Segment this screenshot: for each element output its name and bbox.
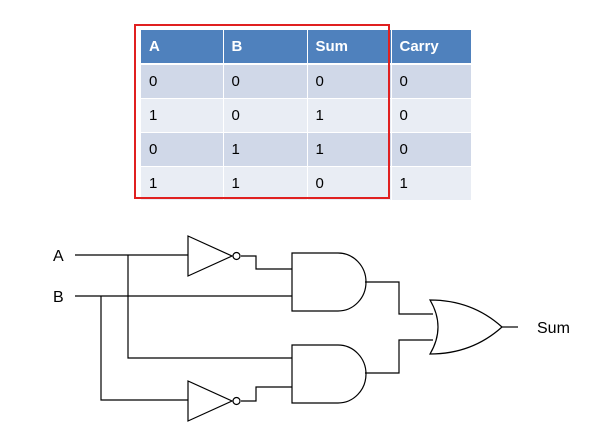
cell-sum: 0 <box>307 166 392 201</box>
header-sum: Sum <box>307 30 392 65</box>
truth-table: A B Sum Carry 0 0 0 0 1 0 1 0 0 1 1 0 1 … <box>141 30 472 201</box>
output-sum-label: Sum <box>537 320 570 337</box>
cell-b: 0 <box>223 98 308 133</box>
not-gate-bottom <box>187 380 241 422</box>
cell-carry: 0 <box>391 98 472 133</box>
table-row: 0 1 1 0 <box>141 132 472 167</box>
header-carry: Carry <box>391 30 472 65</box>
or-gate <box>428 299 503 355</box>
input-a-label: A <box>53 248 64 265</box>
not-gate-top <box>187 235 241 277</box>
cell-sum: 1 <box>307 98 392 133</box>
header-a: A <box>141 30 224 65</box>
cell-sum: 1 <box>307 132 392 167</box>
table-row: 0 0 0 0 <box>141 64 472 99</box>
table-row: 1 0 1 0 <box>141 98 472 133</box>
cell-a: 0 <box>141 64 224 99</box>
table-header-row: A B Sum Carry <box>141 30 472 65</box>
cell-a: 1 <box>141 98 224 133</box>
cell-b: 1 <box>223 132 308 167</box>
and-gate-top <box>291 252 367 312</box>
wires <box>75 254 518 402</box>
cell-carry: 1 <box>391 166 472 201</box>
cell-sum: 0 <box>307 64 392 99</box>
cell-b: 1 <box>223 166 308 201</box>
input-b-label: B <box>53 289 64 306</box>
header-b: B <box>223 30 308 65</box>
cell-b: 0 <box>223 64 308 99</box>
cell-a: 1 <box>141 166 224 201</box>
cell-a: 0 <box>141 132 224 167</box>
table-row: 1 1 0 1 <box>141 166 472 201</box>
and-gate-bottom <box>291 344 367 404</box>
cell-carry: 0 <box>391 132 472 167</box>
cell-carry: 0 <box>391 64 472 99</box>
